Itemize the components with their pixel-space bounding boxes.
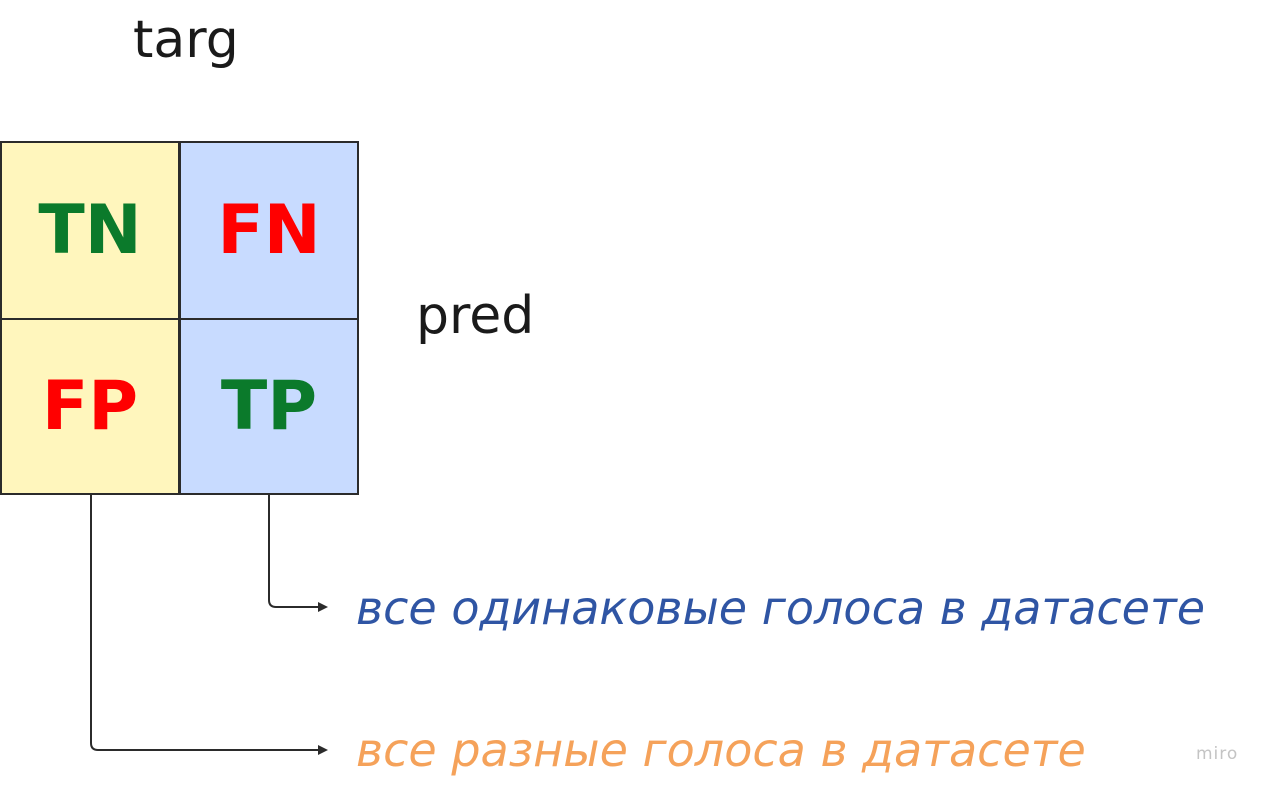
miro-watermark: miro	[1196, 744, 1239, 764]
arrow-to-same-voices	[268, 495, 328, 612]
targ-axis-label: targ	[133, 10, 239, 70]
cell-true-negative: TN	[0, 141, 180, 320]
cell-false-positive: FP	[0, 318, 180, 495]
fn-label: FN	[217, 190, 321, 270]
tn-label: TN	[38, 190, 142, 270]
fp-label: FP	[41, 366, 139, 446]
same-voices-annotation: все одинаковые голоса в датасете	[356, 581, 1206, 635]
arrow-to-different-voices	[90, 495, 328, 755]
cell-true-positive: TP	[179, 318, 359, 495]
pred-axis-label: pred	[416, 286, 535, 346]
different-voices-annotation: все разные голоса в датасете	[356, 723, 1086, 777]
tp-label: TP	[220, 366, 318, 446]
cell-false-negative: FN	[179, 141, 359, 320]
